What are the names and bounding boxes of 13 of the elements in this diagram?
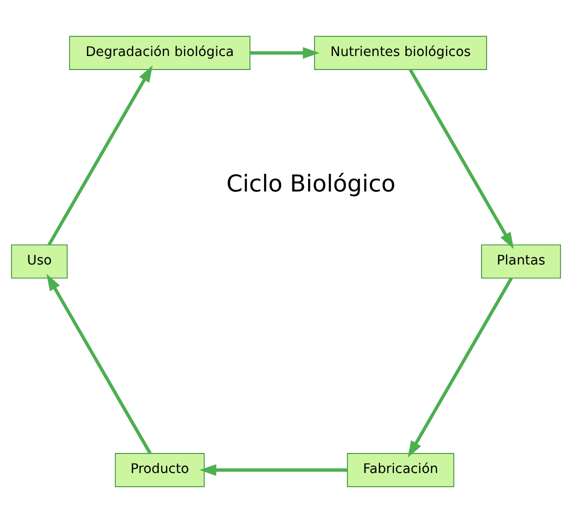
- node-box: Degradación biológica: [69, 36, 250, 70]
- node-box: Nutrientes biológicos: [314, 36, 488, 70]
- node-box: Plantas: [481, 244, 561, 279]
- arrow: [48, 65, 153, 246]
- node-box: Uso: [11, 244, 68, 279]
- node-box: Producto: [114, 453, 205, 488]
- arrow: [250, 47, 320, 59]
- node-box: Fabricación: [346, 453, 454, 488]
- arrow: [46, 274, 152, 454]
- arrow: [200, 464, 348, 476]
- label: Ciclo Biológico: [226, 170, 396, 198]
- arrow: [408, 68, 514, 250]
- arrow: [408, 277, 513, 458]
